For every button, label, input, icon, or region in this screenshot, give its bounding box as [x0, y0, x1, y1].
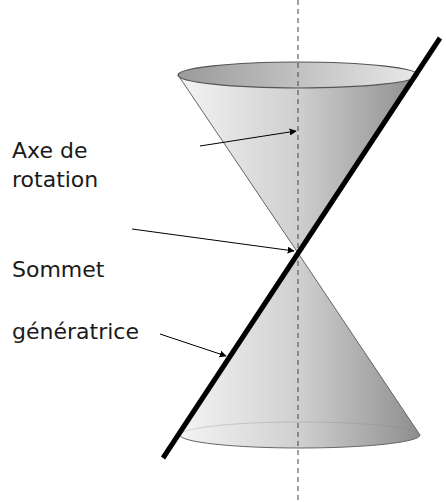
generatrix-line	[163, 38, 440, 458]
generatrix-label: génératrice	[12, 318, 162, 347]
axis-label: Axe de rotation	[12, 137, 152, 194]
apex-label: Sommet	[12, 256, 132, 285]
leader-line	[200, 131, 296, 146]
leader-line	[132, 229, 294, 251]
lower-cone	[180, 253, 420, 448]
lower-base-back	[180, 422, 420, 435]
leader-line	[160, 334, 226, 356]
